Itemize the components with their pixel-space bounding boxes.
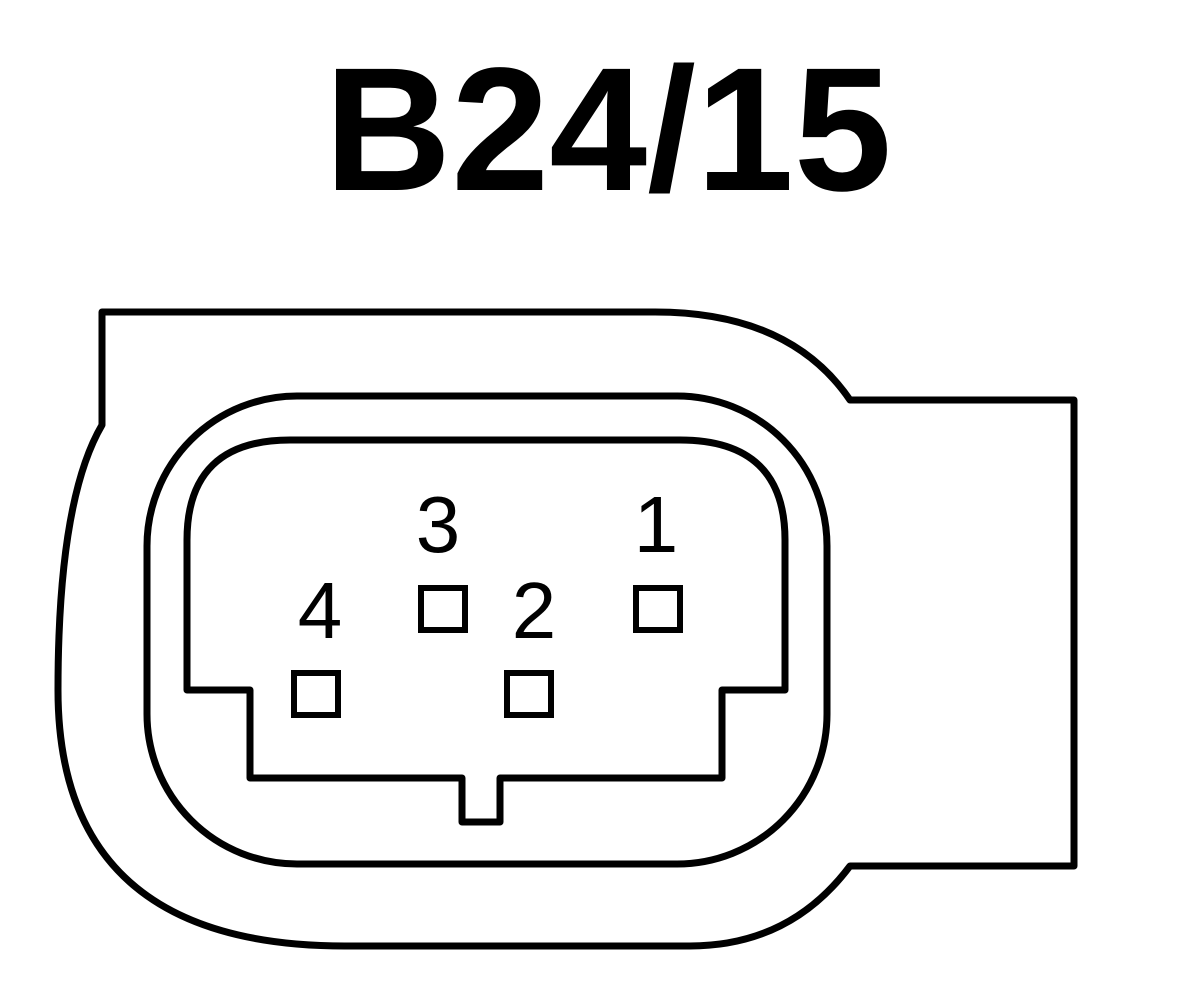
- connector-housing-outline: [54, 308, 1078, 950]
- pin-label-1: 1: [634, 480, 679, 569]
- pin-terminal-3: [418, 585, 468, 633]
- connector-seal-ring: [143, 392, 831, 868]
- pin-terminal-1: [633, 585, 683, 633]
- connector-title: B24/15: [324, 32, 892, 228]
- pin-label-3: 3: [416, 480, 461, 569]
- pin-terminal-2: [504, 670, 554, 718]
- terminal-cavity-outline: [183, 436, 789, 826]
- pin-label-4: 4: [298, 566, 343, 655]
- pin-label-2: 2: [512, 566, 557, 655]
- pin-terminal-4: [291, 670, 341, 718]
